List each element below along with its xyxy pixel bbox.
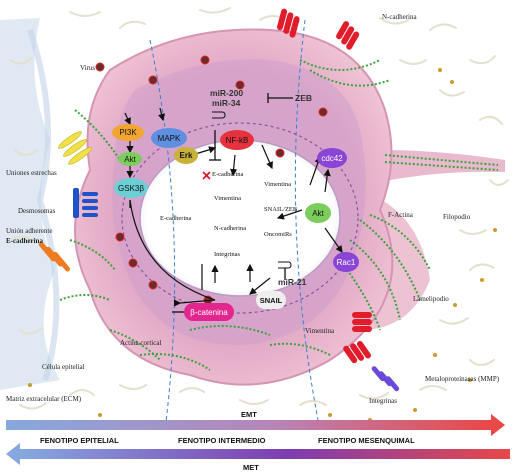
ecm-fibers [9,7,509,410]
mmp-dots [28,68,497,422]
label-actina-cortical: Actina cortical [120,339,162,347]
label-union-adherente: Unión adherente [6,227,53,235]
gene-integrinas: Integrinas [214,251,240,258]
label-integrinas: Integrinas [369,397,397,405]
gene-vimentina-left: Vimentina [214,195,242,202]
gene-snail-zeb: SNAIL/ZEB [264,206,298,213]
erk-node: Erk [174,147,198,164]
label-metaloproteinasas: Metaloproteinasas (MMP) [425,375,500,383]
label-f-actina: F-Actina [388,211,413,219]
label-emt: EMT [241,410,257,419]
beta-catenina-node: β-catenina [184,303,234,321]
label-uniones-estrechas: Uniones estrechas [6,169,57,177]
label-e-cadherina: E-cadherina [6,237,43,245]
zeb-label: ZEB [295,93,312,103]
label-lamelipodio: Lamelipodio [413,295,449,303]
gene-vimentina-right: Vimentina [264,181,292,188]
n-cadherina-receptors [276,8,372,364]
nfkb-node: NF-kB [220,130,254,150]
label-fenotipo-mesenquimal: FENOTIPO MESENQUIMAL [318,436,415,445]
mir21-label: miR-21 [278,277,307,287]
gene-e-cadherina-top: E-cadherina [212,171,244,178]
mir34-label: miR-34 [212,98,241,108]
label-met: MET [243,463,259,472]
label-virus: Virus [80,64,96,72]
union-adherente-shape [38,241,70,272]
label-vimentina: Vimentina [305,327,335,335]
label-fenotipo-epitelial: FENOTIPO EPITELIAL [40,436,119,445]
desmosomas-shape [73,188,98,218]
mapk-node: MAPK [151,128,187,148]
emt-bar [6,414,505,436]
akt-left-node: Akt [118,152,142,166]
akt-right-node: Akt [305,203,331,223]
mir200-label: miR-200 [210,88,244,98]
epithelial-region [0,18,60,390]
met-bar [6,443,510,465]
rac1-node: Rac1 [333,252,359,272]
label-fenotipo-intermedio: FENOTIPO INTERMEDIO [178,436,266,445]
integrinas-shape [371,366,400,392]
label-ecm: Matriz extracelular (ECM) [6,395,82,403]
pi3k-node: PI3K [112,124,144,141]
label-n-cadherina: N-cadherina [382,13,417,21]
cdc42-node: cdc42 [317,148,347,168]
snail-node: SNAIL [256,291,286,309]
gene-n-cadherina-left: N-cadherina [214,225,247,232]
uniones-estrechas-shape [58,131,92,165]
gene-e-cadherina-left: E-cadherina [160,215,192,222]
label-desmosomas: Desmosomas [18,207,56,215]
gsk3b-node: GSK3β [114,178,148,198]
label-filopodio: Filopodio [443,213,471,221]
label-celula-epitelial: Célula epitelial [42,363,85,371]
gene-oncomirs: OncomiRs [264,231,292,238]
